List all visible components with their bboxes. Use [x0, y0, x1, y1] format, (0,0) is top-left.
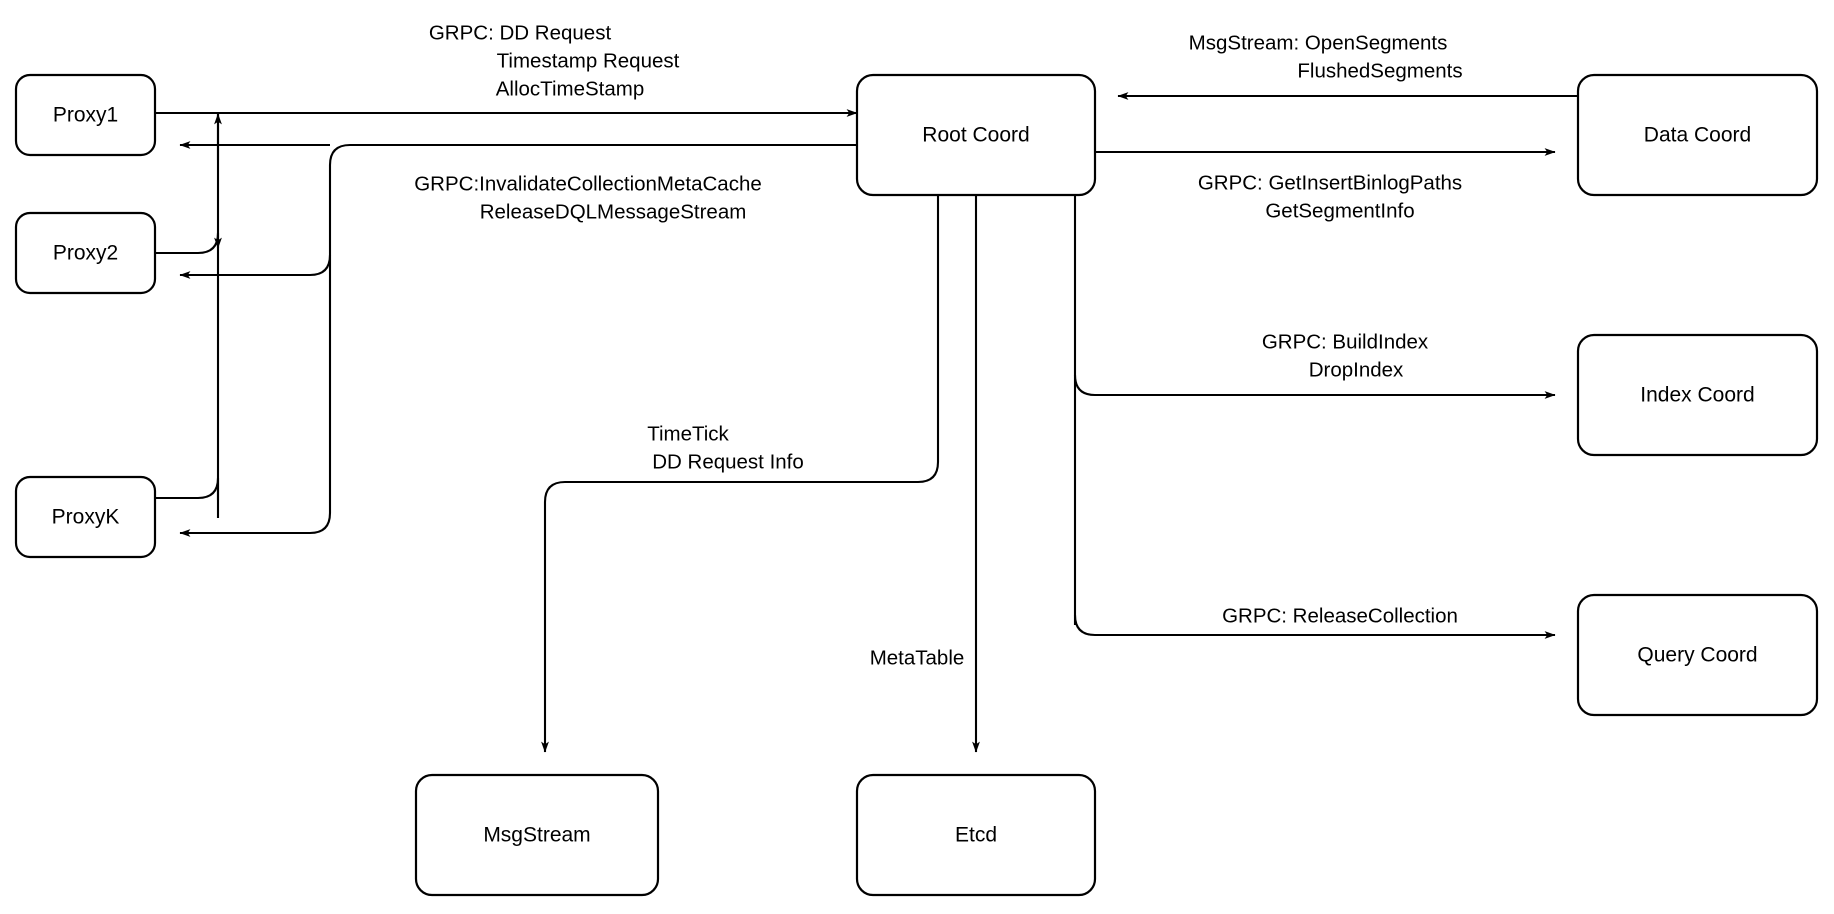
edge-label-line: MetaTable: [870, 646, 965, 669]
node-proxy1-box[interactable]: [14, 73, 157, 157]
node-proxy2[interactable]: Proxy2: [14, 211, 157, 295]
node-root-coord-label: Root Coord: [922, 124, 1029, 147]
node-query-coord[interactable]: Query Coord: [1576, 593, 1819, 717]
edge-label-line: FlushedSegments: [1297, 59, 1462, 82]
node-proxyk[interactable]: ProxyK: [14, 475, 157, 559]
edge-rootcoord-to-msgstream: [541, 195, 940, 753]
node-msgstream-box[interactable]: [414, 773, 660, 897]
nodes-layer: Proxy1 Proxy2 ProxyK Root Coord Data Coo…: [14, 73, 1819, 897]
node-root-coord-box[interactable]: [855, 73, 1097, 197]
node-query-coord-box[interactable]: [1576, 593, 1819, 717]
edge-label-rootcoord-to-etcd: MetaTable: [870, 646, 965, 669]
node-proxyk-box[interactable]: [14, 475, 157, 559]
node-root-coord[interactable]: Root Coord: [855, 73, 1097, 197]
edge-rootcoord-to-indexcoord: [1073, 374, 1556, 399]
node-index-coord-box[interactable]: [1576, 333, 1819, 457]
node-etcd-box[interactable]: [855, 773, 1097, 897]
node-etcd[interactable]: Etcd: [855, 773, 1097, 897]
edge-label-rootcoord-to-querycoord: GRPC: ReleaseCollection: [1222, 604, 1458, 627]
node-etcd-label: Etcd: [955, 824, 997, 847]
node-msgstream-label: MsgStream: [483, 824, 590, 847]
edge-label-line: GRPC:InvalidateCollectionMetaCache: [414, 172, 762, 195]
node-proxy2-box[interactable]: [14, 211, 157, 295]
edge-labels-layer: GRPC: DD Request Timestamp Request Alloc…: [414, 21, 1462, 669]
edge-label-rootcoord-to-msgstream: TimeTick DD Request Info: [647, 422, 804, 473]
edge-rootcoord-to-proxy-branch: [179, 143, 857, 537]
edge-label-line: GRPC: BuildIndex: [1262, 330, 1429, 353]
node-query-coord-label: Query Coord: [1637, 644, 1757, 667]
edge-label-line: AllocTimeStamp: [496, 77, 644, 100]
node-msgstream[interactable]: MsgStream: [414, 773, 660, 897]
edge-label-line: MsgStream: OpenSegments: [1189, 31, 1448, 54]
edge-label-line: TimeTick: [647, 422, 729, 445]
edge-label-line: Timestamp Request: [497, 49, 680, 72]
edges-layer: [155, 92, 1578, 753]
edge-label-proxies-to-rootcoord: GRPC: DD Request Timestamp Request Alloc…: [429, 21, 680, 100]
node-index-coord[interactable]: Index Coord: [1576, 333, 1819, 457]
edge-label-rootcoord-to-proxies: GRPC:InvalidateCollectionMetaCache Relea…: [414, 172, 762, 223]
edge-label-line: DropIndex: [1309, 358, 1404, 381]
node-proxy1-label: Proxy1: [53, 104, 118, 127]
edge-label-line: GRPC: DD Request: [429, 21, 612, 44]
edge-label-line: GetSegmentInfo: [1265, 199, 1414, 222]
node-proxyk-label: ProxyK: [52, 506, 120, 529]
edge-rootcoord-to-querycoord: [1073, 614, 1556, 639]
node-data-coord-label: Data Coord: [1644, 124, 1751, 147]
edge-label-line: GRPC: GetInsertBinlogPaths: [1198, 171, 1462, 194]
edge-branch-to-proxy2: [179, 254, 332, 279]
node-data-coord[interactable]: Data Coord: [1576, 73, 1819, 197]
edge-proxyk-to-trunk: [155, 476, 220, 500]
node-index-coord-label: Index Coord: [1640, 384, 1754, 407]
edge-label-rootcoord-to-datacoord: GRPC: GetInsertBinlogPaths GetSegmentInf…: [1198, 171, 1462, 222]
node-data-coord-box[interactable]: [1576, 73, 1819, 197]
edge-label-line: DD Request Info: [652, 450, 804, 473]
edge-label-datacoord-to-rootcoord: MsgStream: OpenSegments FlushedSegments: [1189, 31, 1463, 82]
node-proxy2-label: Proxy2: [53, 242, 118, 265]
edge-label-line: GRPC: ReleaseCollection: [1222, 604, 1458, 627]
node-proxy1[interactable]: Proxy1: [14, 73, 157, 157]
edge-label-rootcoord-to-indexcoord: GRPC: BuildIndex DropIndex: [1262, 330, 1429, 381]
edge-label-line: ReleaseDQLMessageStream: [480, 200, 747, 223]
edge-proxy2-to-trunk: [155, 231, 222, 255]
